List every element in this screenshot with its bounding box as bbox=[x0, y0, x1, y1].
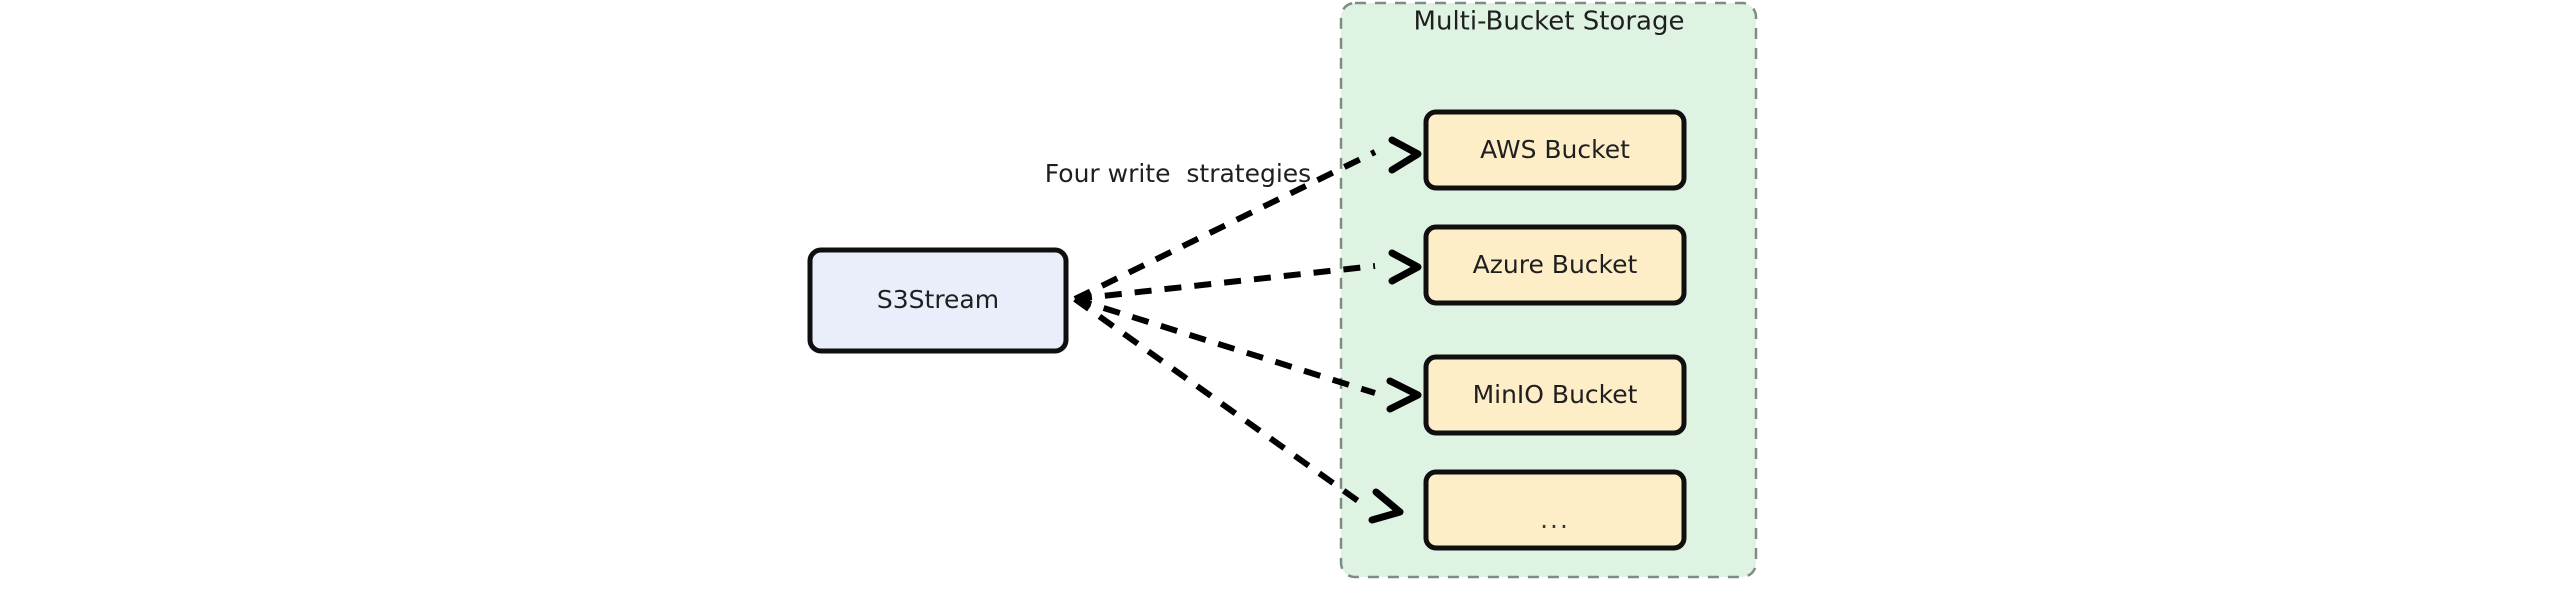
edge-s3stream-to-minio bbox=[1074, 296, 1376, 396]
node-minio-bucket[interactable]: MinIO Bucket bbox=[1423, 354, 1687, 436]
s3stream-label: S3Stream bbox=[877, 285, 999, 314]
edge-group bbox=[1073, 149, 1377, 511]
arrowhead-minio-icon bbox=[1386, 377, 1422, 413]
arrowhead-group bbox=[1368, 136, 1422, 524]
node-aws-bucket[interactable]: AWS Bucket bbox=[1423, 109, 1687, 191]
minio-bucket-box[interactable] bbox=[1423, 354, 1687, 436]
more-buckets-box[interactable] bbox=[1423, 469, 1687, 551]
edge-s3stream-to-more bbox=[1073, 296, 1370, 511]
node-s3stream[interactable]: S3Stream bbox=[807, 247, 1069, 354]
node-more-buckets[interactable]: ... bbox=[1423, 469, 1687, 551]
edge-s3stream-to-azure bbox=[1074, 263, 1376, 302]
arrowhead-more-icon bbox=[1368, 488, 1404, 524]
s3stream-box[interactable] bbox=[807, 247, 1069, 354]
azure-bucket-label: Azure Bucket bbox=[1473, 250, 1638, 279]
more-buckets-label: ... bbox=[1540, 505, 1570, 534]
edge-label-write-strategies: Four write strategies bbox=[1045, 159, 1311, 188]
aws-bucket-label: AWS Bucket bbox=[1480, 135, 1630, 164]
node-azure-bucket[interactable]: Azure Bucket bbox=[1423, 224, 1687, 306]
edge-s3stream-to-aws bbox=[1073, 149, 1377, 302]
arrowhead-aws-icon bbox=[1388, 136, 1422, 174]
arrowhead-azure-icon bbox=[1388, 249, 1422, 285]
minio-bucket-label: MinIO Bucket bbox=[1473, 380, 1638, 409]
group-title: Multi-Bucket Storage bbox=[1414, 7, 1685, 37]
aws-bucket-box[interactable] bbox=[1423, 109, 1687, 191]
azure-bucket-box[interactable] bbox=[1423, 224, 1687, 306]
